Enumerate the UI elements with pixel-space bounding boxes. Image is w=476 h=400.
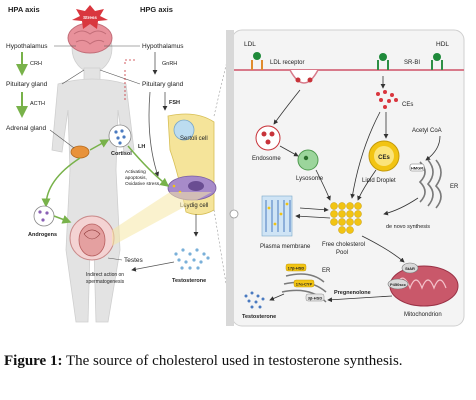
indirect-action-label-2: spermatogenesis <box>86 279 125 285</box>
indirect-action-label-1: Indirect action on <box>86 272 124 278</box>
mitochondrion-icon <box>389 265 459 307</box>
caption-label: Figure 1: <box>4 353 63 369</box>
stress-burst-icon: Stress <box>72 5 108 29</box>
lysosome-icon <box>297 149 319 171</box>
ces-label: CEs <box>402 102 413 108</box>
plasma-membrane-label: Plasma membrane <box>260 244 311 250</box>
free-cholesterol-label-1: Free cholesterol <box>322 242 365 248</box>
pregnenolone-label: Pregnenolone <box>334 290 371 296</box>
pituitary-left-label: Pituitary gland <box>6 81 48 88</box>
testosterone-dots-right <box>244 291 265 309</box>
er-label: ER <box>450 184 459 190</box>
sertoli-cell-label: Sertoli cell <box>180 136 208 142</box>
acetyl-coa-label: Acetyl CoA <box>412 128 442 134</box>
hpg-axis-title: HPG axis <box>140 5 173 14</box>
free-cholesterol-pool-icon <box>330 202 362 234</box>
hsd3-label: 3β-HSD <box>308 296 323 301</box>
star-label: StAR <box>405 266 415 271</box>
de-novo-synthesis-label: de novo synthesis <box>386 224 430 230</box>
cortisol-molecules <box>108 124 132 148</box>
pituitary-right-label: Pituitary gland <box>142 81 184 88</box>
leydig-cell-label: Leydig cell <box>180 203 208 209</box>
stress-label: Stress <box>83 15 97 20</box>
ces-droplet-label: CEs <box>378 155 390 161</box>
sr-bi-receptor-icon <box>377 53 443 70</box>
figure-caption: Figure 1: The source of cholesterol used… <box>4 352 472 371</box>
hypothalamus-left-label: Hypothalamus <box>6 43 48 50</box>
plasma-membrane-icon <box>261 195 293 237</box>
p450scc-label: P450scc <box>390 282 407 287</box>
endosome-label: Endosome <box>252 156 281 162</box>
testosterone-left-label: Testosterone <box>172 278 206 284</box>
endosome-icon <box>255 125 281 151</box>
caption-text: The source of cholesterol used in testos… <box>62 353 403 369</box>
cyp17-label: 17α-CYP <box>296 282 313 287</box>
lipid-droplet-icon: CEs <box>368 140 400 172</box>
right-panel: LDL LDL receptor HDL SR-BI Endosome <box>226 29 465 327</box>
sr-bi-label: SR-BI <box>404 60 420 66</box>
hpa-axis-title: HPA axis <box>8 5 40 14</box>
apoptosis-label: apoptosis, <box>125 175 147 181</box>
testosterone-dots-left <box>174 248 210 270</box>
hypothalamus-right-label: Hypothalamus <box>142 43 184 50</box>
testosterone-right-label: Testosterone <box>242 314 276 320</box>
brain-icon <box>67 22 113 54</box>
hdl-label: HDL <box>436 41 449 48</box>
fsh-label: FSH <box>169 100 180 106</box>
hmgr-label: HMGR <box>411 166 423 171</box>
adrenal-gland-label: Adrenal gland <box>6 125 46 132</box>
ldl-receptor-label: LDL receptor <box>270 60 304 66</box>
lipid-droplet-label: Lipid Droplet <box>362 178 396 184</box>
cortisol-label: Cortisol <box>111 151 132 157</box>
ldl-label: LDL <box>244 41 256 48</box>
er-steroid-label: ER <box>322 268 331 274</box>
hsd17-label: 17β-HSD <box>288 266 305 271</box>
crh-label: CRH <box>30 61 42 67</box>
mitochondrion-label: Mitochondrion <box>404 312 442 318</box>
ces-cluster-icon <box>376 90 398 109</box>
androgens-label: Androgens <box>28 232 57 238</box>
testes-label: Testes <box>124 257 144 264</box>
lysosome-label: Lysosome <box>296 176 324 182</box>
gnrh-label: GnRH <box>162 61 177 67</box>
acth-label: ACTH <box>30 101 45 107</box>
activating-label: Activating <box>125 169 146 175</box>
lh-label: LH <box>138 144 145 150</box>
ldl-receptor-icon <box>251 52 263 70</box>
free-cholesterol-label-2: Pool <box>336 250 348 256</box>
oxidative-stress-label: Oxidative stress, <box>125 181 160 187</box>
left-panel: Stress HPA axis HPG axis Hypothalamus Hy… <box>6 5 217 323</box>
cholesterol-testosterone-diagram: Stress HPA axis HPG axis Hypothalamus Hy… <box>6 5 465 327</box>
testes-icon <box>69 215 115 261</box>
